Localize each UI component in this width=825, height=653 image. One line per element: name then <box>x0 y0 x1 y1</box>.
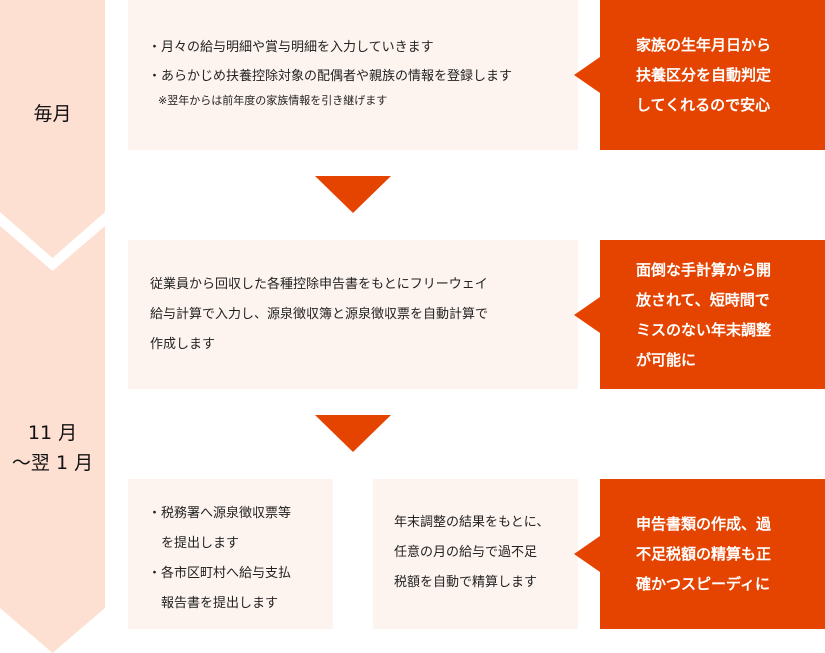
step3-middle-line: 年末調整の結果をもとに、 <box>394 515 550 530</box>
step2-benefit: 面倒な手計算から開 放されて、短時間で ミスのない年末調整 が可能に <box>574 240 825 389</box>
period-band-monthly <box>0 0 105 258</box>
step2-line: 従業員から回収した各種控除申告書をもとにフリーウェイ <box>150 277 488 292</box>
step3-settlement-box: 年末調整の結果をもとに、 任意の月の給与で過不足 税額を自動で精算します <box>373 479 578 629</box>
step2-line: 作成します <box>150 337 216 352</box>
step2-box: 従業員から回収した各種控除申告書をもとにフリーウェイ 給与計算で入力し、源泉徴収… <box>128 240 578 389</box>
step1-item: ・月々の給与明細や賞与明細を入力していきます <box>148 40 434 55</box>
benefit-line: してくれるので安心 <box>636 96 771 114</box>
down-arrow-icon <box>315 176 391 213</box>
benefit-line: 扶養区分を自動判定 <box>636 66 772 84</box>
step3-left-line: ・各市区町村へ給与支払 <box>148 566 292 581</box>
step3-left-line: ・税務署へ源泉徴収票等 <box>148 506 292 521</box>
step1-item: ・あらかじめ扶養控除対象の配偶者や親族の情報を登録します <box>148 69 513 84</box>
period-band-year-end <box>0 226 105 653</box>
benefit-line: 不足税額の精算も正 <box>636 545 772 563</box>
period-label-line: 11 月 <box>27 422 78 444</box>
step1-benefit: 家族の生年月日から 扶養区分を自動判定 してくれるので安心 <box>574 0 825 150</box>
step3-submit-box: ・税務署へ源泉徴収票等 を提出します ・各市区町村へ給与支払 報告書を提出します <box>128 479 333 629</box>
period-label-line: ～翌 1 月 <box>11 452 94 474</box>
benefit-line: 申告書類の作成、過 <box>636 515 772 533</box>
step3-middle-line: 任意の月の給与で過不足 <box>394 545 538 560</box>
benefit-line: 面倒な手計算から開 <box>636 260 772 279</box>
benefit-line: が可能に <box>636 350 697 369</box>
step1-note: ※翌年からは前年度の家族情報を引き継げます <box>158 94 388 107</box>
step3-middle-line: 税額を自動で精算します <box>394 575 538 590</box>
step3-left-line: 報告書を提出します <box>161 596 279 611</box>
down-arrow-icon <box>315 415 391 452</box>
step2-line: 給与計算で入力し、源泉徴収簿と源泉徴収票を自動計算で <box>150 307 489 322</box>
period-label-year-end: 11 月 ～翌 1 月 <box>0 418 105 478</box>
step3-left-line: を提出します <box>161 536 240 551</box>
benefit-line: 確かつスピーディに <box>636 575 770 593</box>
period-label-monthly: 毎月 <box>33 103 72 125</box>
step3-benefit: 申告書類の作成、過 不足税額の精算も正 確かつスピーディに <box>574 479 825 629</box>
benefit-line: ミスのない年末調整 <box>636 320 772 339</box>
step1-box: ・月々の給与明細や賞与明細を入力していきます ・あらかじめ扶養控除対象の配偶者や… <box>128 0 578 150</box>
benefit-line: 家族の生年月日から <box>636 36 772 54</box>
benefit-line: 放されて、短時間で <box>636 290 770 309</box>
